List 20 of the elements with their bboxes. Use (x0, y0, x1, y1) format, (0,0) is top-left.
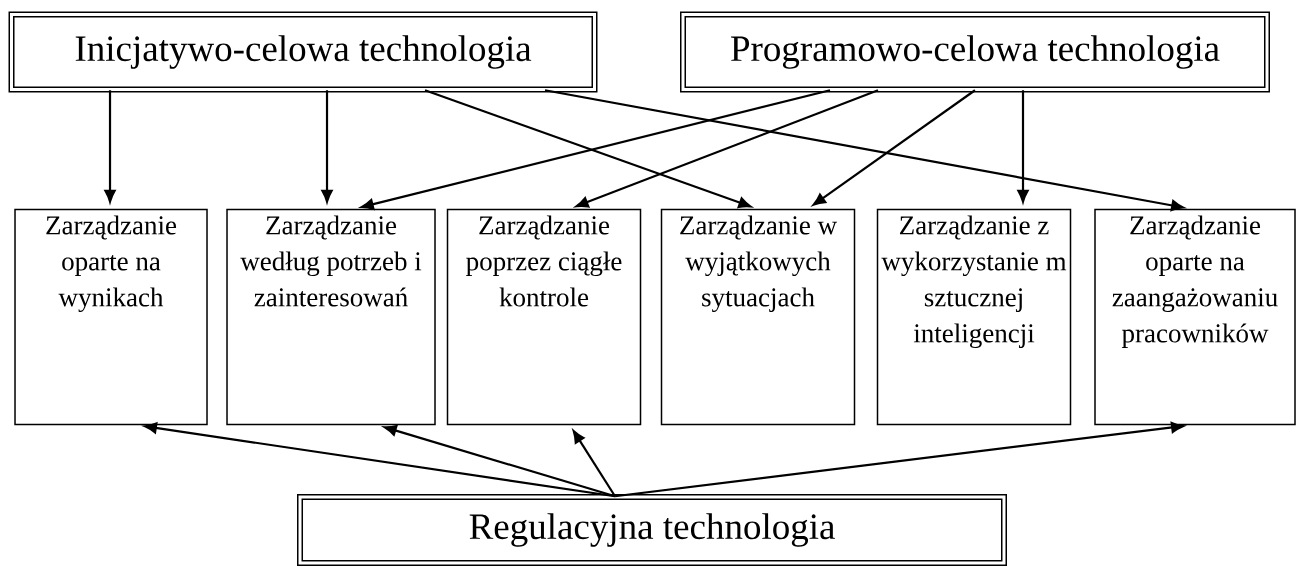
arrow (575, 89, 879, 208)
arrow (424, 89, 752, 209)
management-box: Zarządzanie z wykorzystanie m sztucznej inteligencji (876, 208, 1072, 426)
management-box: Zarządzanie oparte na wynikach (14, 208, 208, 426)
technology-box: Inicjatywo-celowa technologia (8, 11, 598, 93)
management-box: Zarządzanie oparte na zaangażowaniu pracowników (1094, 208, 1296, 426)
arrow (572, 430, 616, 497)
arrow (1017, 90, 1029, 203)
arrow (383, 424, 616, 498)
management-box: Zarządzanie poprzez ciągłe kontrole (446, 208, 642, 426)
technology-box: Programowo-celowa technologia (680, 11, 1270, 93)
management-box: Zarządzanie według potrzeb i zainteresowań (226, 208, 436, 426)
arrow (360, 89, 831, 210)
arrow (321, 90, 333, 203)
arrow (544, 89, 1184, 212)
arrow (812, 89, 976, 206)
arrow (614, 421, 1184, 498)
arrow (104, 90, 116, 203)
management-box: Zarządzanie w wyjątkowych sytuacjach (660, 208, 856, 426)
technology-box: Regulacyjna technologia (297, 494, 1007, 566)
